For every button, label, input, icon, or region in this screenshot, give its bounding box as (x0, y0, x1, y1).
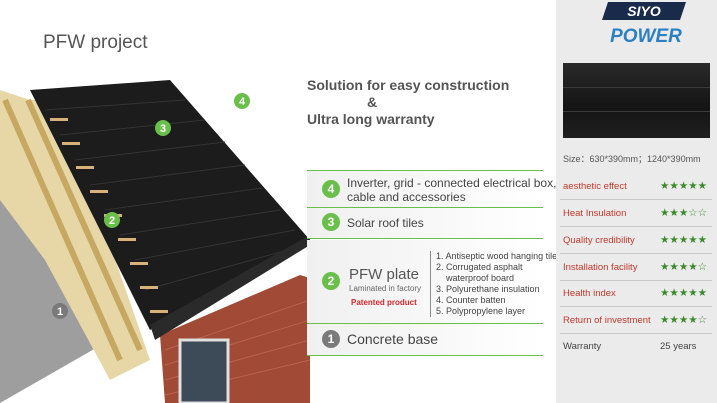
star-rating: ★★★★★ (660, 287, 708, 299)
warranty-value: 25 years (660, 341, 697, 352)
layer-row-1 (307, 324, 543, 356)
spec-label: Return of investment (563, 315, 651, 326)
spec-row: Installation facility ★★★★☆ (560, 255, 712, 281)
star-rating: ★★★★★ (660, 234, 708, 246)
list-item: 5. Polypropylene layer (436, 306, 526, 316)
layer-3-text: Solar roof tiles (347, 216, 424, 230)
spec-label: Heat Insulation (563, 208, 627, 219)
list-item: 2. Corrugated asphalt (436, 262, 523, 272)
headline: Solution for easy construction & Ultra l… (307, 77, 509, 128)
layer-badge-3: 3 (322, 213, 340, 231)
patented-badge: Patented product (351, 298, 417, 307)
marker-4: 4 (239, 96, 246, 108)
headline-line3: Ultra long warranty (307, 111, 435, 127)
spec-label: Health index (563, 288, 616, 299)
layer-badge-4: 4 (322, 180, 340, 198)
size-text: Size：630*390mm；1240*390mm (563, 154, 701, 164)
marker-3: 3 (160, 123, 166, 135)
headline-ampersand: & (367, 94, 378, 110)
star-rating: ★★★★☆ (660, 261, 708, 273)
spec-label: Installation facility (563, 262, 638, 273)
star-rating: ★★★☆☆ (660, 207, 708, 219)
list-item: 1. Antiseptic wood hanging tile (436, 251, 558, 261)
logo-line1: SIYO (627, 3, 661, 19)
spec-label: Warranty (563, 341, 602, 352)
spec-row: Return of investment ★★★★☆ (560, 308, 712, 334)
star-rating: ★★★★★ (660, 180, 708, 192)
spec-row: Health index ★★★★★ (560, 281, 712, 307)
list-item: 4. Counter batten (436, 295, 506, 305)
layer-row-3 (307, 207, 543, 239)
spec-row: Warranty 25 years (560, 334, 712, 360)
pfw-plate-title: PFW plate (349, 266, 420, 283)
pfw-layer-list: 1. Antiseptic wood hanging tile 2. Corru… (430, 251, 557, 317)
spec-label: Quality credibility (563, 235, 635, 246)
solar-tile-image (563, 63, 710, 138)
headline-line1: Solution for easy construction (307, 77, 510, 93)
layer-badge-1: 1 (322, 330, 340, 348)
list-item: 3. Polyurethane insulation (436, 284, 540, 294)
star-rating: ★★★★☆ (660, 314, 708, 326)
roof-illustration: 4 3 2 1 (0, 80, 310, 403)
spec-row: aesthetic effect ★★★★★ (560, 174, 712, 200)
marker-1: 1 (57, 306, 63, 318)
page-title: PFW project (43, 32, 148, 53)
list-item: waterproof board (446, 273, 515, 283)
siyo-power-logo: SIYO POWER (602, 2, 686, 47)
layer-row-4 (307, 170, 543, 208)
layer-badge-2: 2 (322, 272, 340, 290)
layer-4-text: Inverter, grid - connected electrical bo… (347, 176, 557, 204)
pfw-plate-subtitle: Laminated in factory (349, 284, 422, 293)
marker-2: 2 (109, 215, 115, 227)
layer-1-text: Concrete base (347, 331, 439, 347)
logo-line2: POWER (610, 26, 682, 47)
spec-label: aesthetic effect (563, 181, 627, 192)
spec-row: Quality credibility ★★★★★ (560, 228, 712, 254)
spec-row: Heat Insulation ★★★☆☆ (560, 201, 712, 227)
layer-row-2 (307, 240, 543, 324)
